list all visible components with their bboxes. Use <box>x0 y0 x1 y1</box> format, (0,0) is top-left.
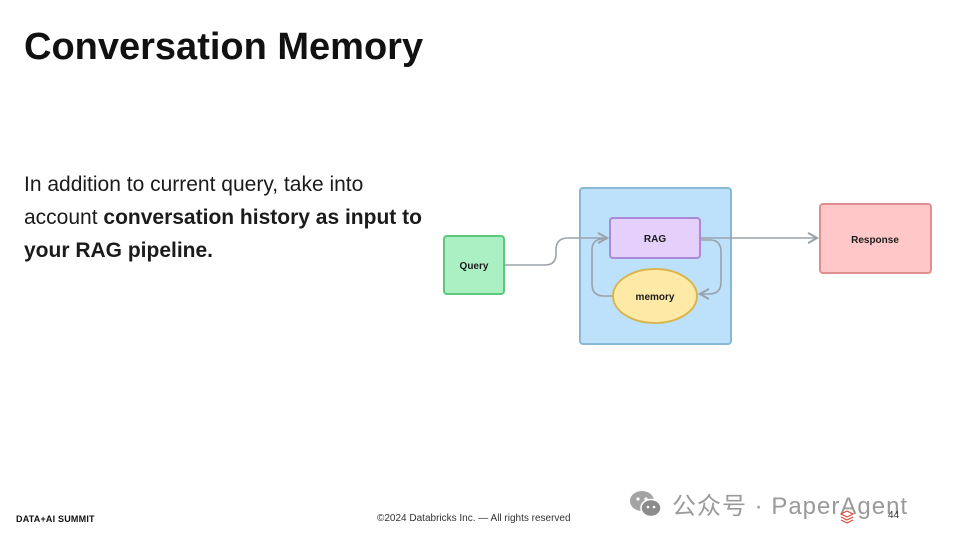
watermark-text: 公众号 · PaperAgent <box>672 493 909 520</box>
memory-label: memory <box>636 292 675 303</box>
slide-title: Conversation Memory <box>24 26 424 68</box>
rag-node <box>609 217 701 259</box>
response-label: Response <box>851 235 899 246</box>
copyright-text: ©2024 Databricks Inc. — All rights reser… <box>377 513 571 524</box>
query-label: Query <box>460 261 489 272</box>
memory-node <box>612 268 698 324</box>
watermark: 公众号 · PaperAgent <box>628 486 908 521</box>
rag-label: RAG <box>644 234 666 245</box>
summit-logo: DATA+AI SUMMIT <box>16 514 95 524</box>
query-node <box>443 235 505 295</box>
memory-to-rag-arrow <box>591 238 612 297</box>
query-to-rag-arrow <box>505 231 610 266</box>
body-text-bold: conversation history as input to your RA… <box>24 206 422 262</box>
body-text-regular: In addition to current query, take into … <box>24 173 364 229</box>
slide-body-text: In addition to current query, take into … <box>24 168 434 267</box>
page-number: 44 <box>888 510 900 521</box>
rag-to-memory-arrow <box>697 239 722 301</box>
wechat-icon <box>630 490 662 517</box>
databricks-icon <box>840 510 854 524</box>
response-node <box>819 203 932 274</box>
